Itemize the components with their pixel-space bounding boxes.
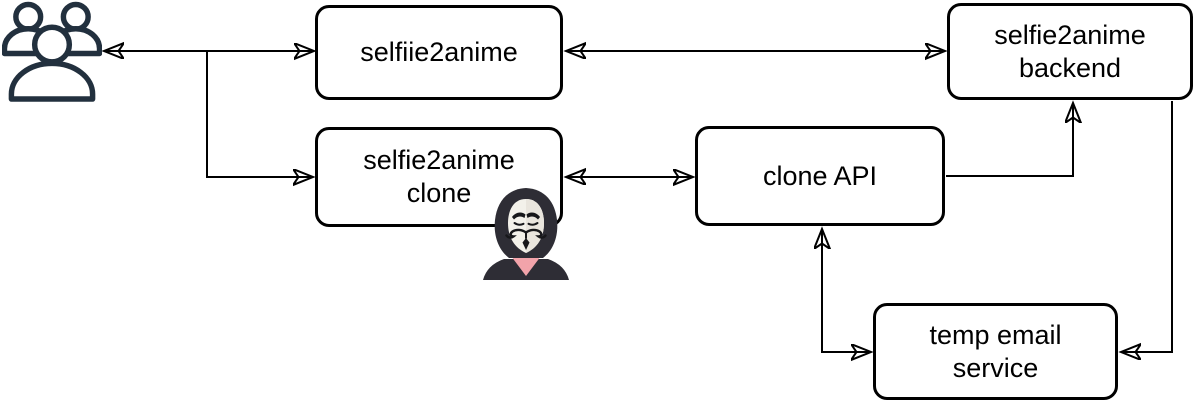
users-group-icon	[2, 1, 102, 102]
node-selfiie2anime-label: selfiie2anime	[360, 37, 518, 68]
node-clone-api: clone API	[695, 126, 945, 226]
node-temp-email-service: temp email service	[873, 303, 1118, 400]
node-clone-api-label: clone API	[762, 160, 878, 191]
node-selfie2anime-clone-label: selfie2anime clone	[363, 145, 515, 208]
anonymous-hacker-mask-icon	[483, 188, 569, 280]
edge-backend-tempemail	[1121, 101, 1173, 352]
edge-cloneapi-backend	[946, 103, 1073, 177]
node-temp-email-service-label: temp email service	[929, 319, 1062, 383]
edge-cloneapi-tempemail	[822, 229, 871, 352]
node-selfie2anime-backend: selfie2anime backend	[947, 3, 1193, 100]
node-selfie2anime-backend-label: selfie2anime backend	[994, 19, 1146, 83]
node-selfiie2anime: selfiie2anime	[315, 5, 563, 100]
edge-users-clone	[206, 52, 313, 177]
